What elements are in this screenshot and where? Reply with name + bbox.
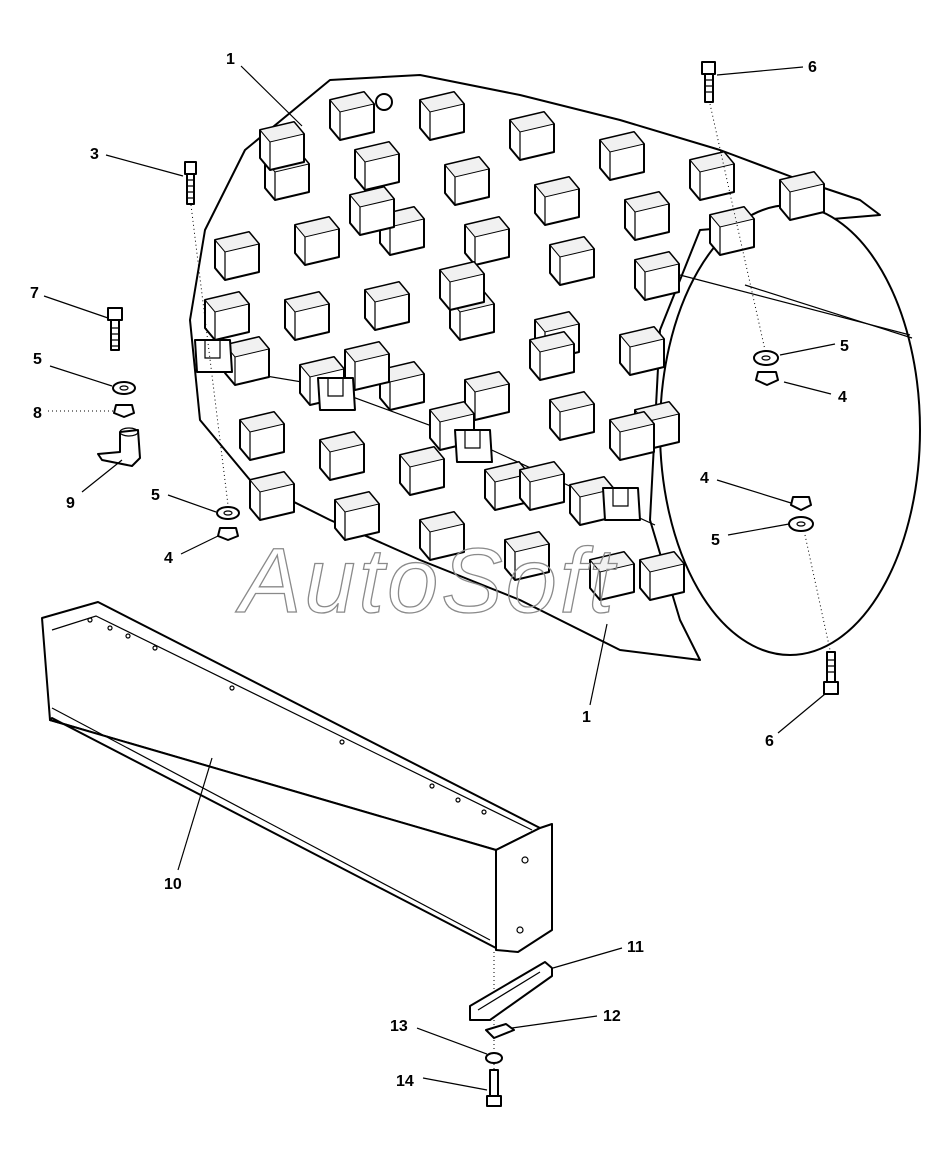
padfoot-lug-face bbox=[354, 141, 400, 163]
callout-10: 10 bbox=[164, 876, 182, 893]
padfoot-lug-face bbox=[399, 446, 445, 468]
watermark: AutoSoft bbox=[235, 530, 617, 632]
callout-4-right-top: 4 bbox=[838, 389, 847, 406]
padfoot-lug-face bbox=[439, 261, 485, 283]
bracket-9 bbox=[97, 429, 141, 467]
padfoot-lug-face bbox=[619, 326, 665, 348]
padfoot-lug-face bbox=[294, 216, 340, 238]
callout-5-right-top: 5 bbox=[840, 338, 849, 355]
bolt-14 bbox=[489, 1069, 499, 1097]
callout-5-small: 5 bbox=[33, 351, 42, 368]
bolt-7-assembly bbox=[97, 307, 141, 467]
padfoot-lug-face bbox=[284, 291, 330, 313]
beam-bolt-holes bbox=[87, 617, 529, 934]
padfoot-lug-face bbox=[239, 411, 285, 433]
padfoot-lug-face bbox=[319, 431, 365, 453]
scraper-blade-assembly bbox=[469, 952, 553, 1107]
callouts: 1 1 3 4 4 4 5 5 5 5 6 6 7 8 9 10 11 bbox=[30, 51, 849, 1091]
bolt-3-assembly bbox=[184, 161, 240, 541]
padfoot-lug-face bbox=[599, 131, 645, 153]
callout-8: 8 bbox=[33, 405, 42, 422]
padfoot-lug-face bbox=[549, 236, 595, 258]
clamp-slots bbox=[194, 339, 641, 521]
padfoot-lug-face bbox=[204, 291, 250, 313]
padfoot-lug-face bbox=[464, 371, 510, 393]
padfoot-lug-face bbox=[534, 311, 580, 333]
callout-14: 14 bbox=[396, 1073, 414, 1090]
padfoot-lug-face bbox=[549, 391, 595, 413]
padfoot-lug-face bbox=[529, 331, 575, 353]
callout-5-left: 5 bbox=[151, 487, 160, 504]
padfoot-lug-face bbox=[419, 91, 465, 113]
padfoot-lug-face bbox=[509, 111, 555, 133]
callout-4-right-bottom: 4 bbox=[700, 470, 709, 487]
callout-1-top: 1 bbox=[226, 51, 235, 68]
nut-4-left bbox=[217, 527, 239, 541]
padfoot-lug-face bbox=[519, 461, 565, 483]
callout-3: 3 bbox=[90, 146, 99, 163]
padfoot-lug-face bbox=[249, 471, 295, 493]
washer-13 bbox=[485, 1052, 503, 1064]
padfoot-lugs bbox=[204, 91, 825, 601]
padfoot-lug-face bbox=[444, 156, 490, 178]
callout-1-bottom: 1 bbox=[582, 709, 591, 726]
callout-4-left: 4 bbox=[164, 550, 173, 567]
padfoot-lug-face bbox=[589, 551, 635, 573]
callout-11: 11 bbox=[627, 939, 644, 956]
padfoot-lug-face bbox=[344, 341, 390, 363]
scraper-blade-11 bbox=[469, 961, 553, 1021]
padfoot-lug-face bbox=[364, 281, 410, 303]
bolt-6-top-assembly bbox=[701, 61, 779, 386]
callout-9: 9 bbox=[66, 495, 75, 512]
padfoot-lug-face bbox=[334, 491, 380, 513]
callout-6-bottom: 6 bbox=[765, 733, 774, 750]
padfoot-lug-face bbox=[624, 191, 670, 213]
bolt-6-bottom-assembly bbox=[788, 496, 839, 695]
padfoot-lug-face bbox=[259, 121, 305, 143]
padfoot-lug-face bbox=[639, 551, 685, 573]
callout-13: 13 bbox=[390, 1018, 408, 1035]
padfoot-lug-face bbox=[329, 91, 375, 113]
plate-12 bbox=[485, 1023, 515, 1039]
padfoot-lug-face bbox=[709, 206, 755, 228]
padfoot-lug-face bbox=[534, 176, 580, 198]
padfoot-lug-face bbox=[634, 251, 680, 273]
nut-8 bbox=[113, 404, 135, 418]
callout-7: 7 bbox=[30, 285, 39, 302]
padfoot-lug-face bbox=[349, 186, 395, 208]
padfoot-lug-face bbox=[779, 171, 825, 193]
callout-5-right-bottom: 5 bbox=[711, 532, 720, 549]
padfoot-lug-face bbox=[609, 411, 655, 433]
drum-open-end bbox=[659, 204, 921, 656]
padfoot-lug-face bbox=[504, 531, 550, 553]
washer-5-left bbox=[216, 506, 240, 520]
washer-5-small bbox=[112, 381, 136, 395]
callout-12: 12 bbox=[603, 1008, 621, 1025]
padfoot-lug-face bbox=[419, 511, 465, 533]
padfoot-lug-face bbox=[464, 216, 510, 238]
padfoot-lug-face bbox=[689, 151, 735, 173]
padfoot-lug-face bbox=[214, 231, 260, 253]
padfoot-lug-face bbox=[429, 401, 475, 423]
scraper-beam-10 bbox=[41, 601, 553, 953]
callout-6-top: 6 bbox=[808, 59, 817, 76]
